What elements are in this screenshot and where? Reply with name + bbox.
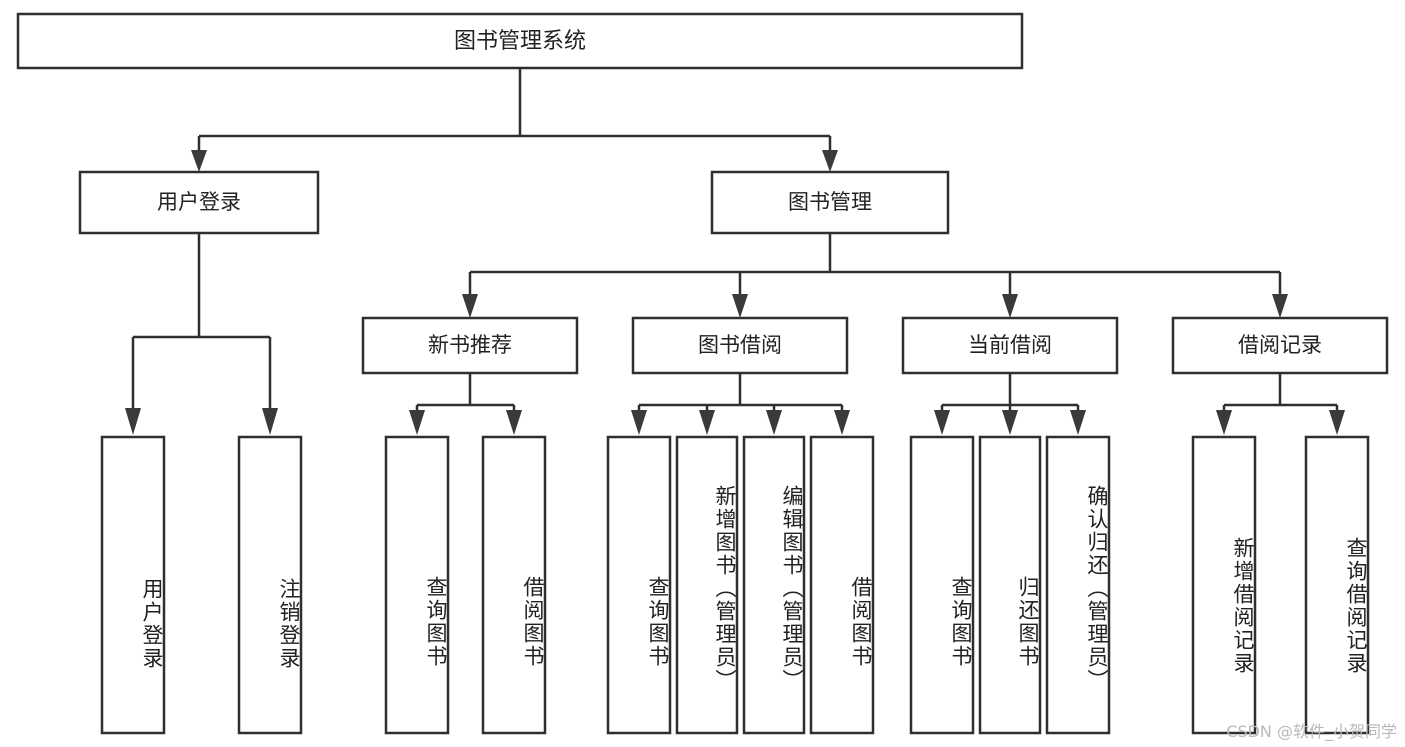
leaf-box-query-book-3[interactable] — [909, 435, 975, 735]
node-borrow-record-label: 借阅记录 — [1238, 333, 1322, 357]
connectors-new-book-to-leaves — [409, 373, 522, 435]
arrow-to-leaf-edit-book — [766, 410, 782, 435]
leaf-box-return-book[interactable] — [978, 435, 1042, 735]
arrow-to-leaf-query-book-1 — [409, 410, 425, 435]
connectors-user-login-to-leaves — [125, 233, 278, 435]
leaf-box-borrow-book-2[interactable] — [809, 435, 875, 735]
leaf-boxes-user-login — [100, 435, 303, 735]
leaf-box-borrow-book-1[interactable] — [481, 435, 547, 735]
node-root-label: 图书管理系统 — [454, 29, 586, 54]
connectors-root-to-level2 — [191, 68, 838, 172]
node-borrow-record-box[interactable] — [1171, 316, 1389, 375]
watermark-text: CSDN @软件_小贺同学 — [1226, 722, 1397, 741]
connectors-current-borrow-to-leaves — [934, 373, 1086, 435]
arrow-to-leaf-user-login — [125, 408, 141, 435]
node-root[interactable]: 图书管理系统 — [16, 12, 1024, 70]
arrow-to-leaf-query-record — [1329, 410, 1345, 435]
arrow-to-book-management — [822, 150, 838, 172]
arrow-to-leaf-query-book-2 — [631, 410, 647, 435]
node-user-login[interactable]: 用户登录 — [78, 170, 320, 235]
arrow-to-leaf-query-book-3 — [934, 410, 950, 435]
arrow-to-leaf-add-record — [1216, 410, 1232, 435]
node-new-book-recommend-label: 新书推荐 — [428, 333, 512, 357]
node-new-book-recommend-box[interactable] — [361, 316, 579, 375]
leaf-box-confirm-return[interactable] — [1045, 435, 1111, 735]
leaf-box-query-record[interactable] — [1304, 435, 1370, 735]
arrow-to-leaf-borrow-book-1 — [506, 410, 522, 435]
connectors-book-borrow-to-leaves — [631, 373, 850, 435]
arrow-to-current-borrow — [1002, 294, 1018, 318]
arrow-to-borrow-record — [1272, 294, 1288, 318]
arrow-to-book-borrow — [732, 294, 748, 318]
arrow-to-leaf-borrow-book-2 — [834, 410, 850, 435]
arrow-to-new-book — [462, 294, 478, 318]
node-book-borrow[interactable]: 图书借阅 — [631, 316, 849, 375]
arrow-to-leaf-confirm-return — [1070, 410, 1086, 435]
node-current-borrow[interactable]: 当前借阅 — [901, 316, 1119, 375]
node-new-book-recommend[interactable]: 新书推荐 — [361, 316, 579, 375]
node-user-login-box[interactable] — [78, 170, 320, 235]
node-book-management-label: 图书管理 — [788, 190, 872, 214]
node-current-borrow-box[interactable] — [901, 316, 1119, 375]
arrow-to-leaf-return-book — [1002, 410, 1018, 435]
leaf-box-query-book-2[interactable] — [606, 435, 672, 735]
node-book-management[interactable]: 图书管理 — [710, 170, 950, 235]
leaf-box-user-login[interactable] — [100, 435, 166, 735]
node-book-borrow-label: 图书借阅 — [698, 333, 782, 357]
node-current-borrow-label: 当前借阅 — [968, 333, 1052, 357]
leaf-box-user-logout[interactable] — [237, 435, 303, 735]
node-book-borrow-box[interactable] — [631, 316, 849, 375]
leaf-box-query-book-1[interactable] — [384, 435, 450, 735]
node-book-management-box[interactable] — [710, 170, 950, 235]
leaf-boxes-borrow-record — [1191, 435, 1370, 735]
arrow-to-user-login — [191, 150, 207, 172]
connectors-book-management-to-level3 — [462, 233, 1288, 318]
leaf-boxes-book-borrow — [606, 435, 875, 735]
leaf-boxes-new-book-recommend — [384, 435, 547, 735]
leaf-box-add-book[interactable] — [675, 435, 739, 735]
node-root-box[interactable] — [16, 12, 1024, 70]
arrow-to-leaf-user-logout — [262, 408, 278, 435]
connectors-borrow-record-to-leaves — [1216, 373, 1345, 435]
node-borrow-record[interactable]: 借阅记录 — [1171, 316, 1389, 375]
arrow-to-leaf-add-book — [699, 410, 715, 435]
node-user-login-label: 用户登录 — [157, 190, 241, 214]
leaf-box-edit-book[interactable] — [742, 435, 806, 735]
leaf-boxes-current-borrow — [909, 435, 1111, 735]
leaf-box-add-record[interactable] — [1191, 435, 1257, 735]
